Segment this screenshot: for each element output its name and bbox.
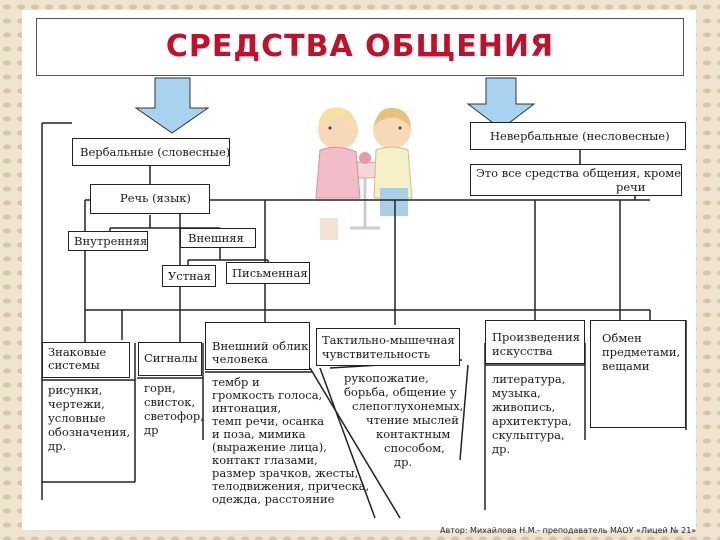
category-item: контактным <box>376 427 451 441</box>
oral-label: Устная <box>168 269 211 283</box>
category-item: контакт глазами, <box>212 453 318 467</box>
category-head-box <box>138 342 202 376</box>
author-footer: Автор: Михайлова Н.М.- преподаватель МАО… <box>440 526 697 535</box>
nonverbal-label: Невербальные (несловесные) <box>490 129 670 143</box>
category-item: горн, <box>144 381 176 395</box>
category-head-box <box>590 320 686 428</box>
written-label: Письменная <box>232 266 308 280</box>
category-head-line: Сигналы <box>144 351 198 365</box>
written-box <box>226 262 310 284</box>
speech-label: Речь (язык) <box>120 191 191 205</box>
oral-box <box>162 265 216 287</box>
category-item: слепоглухонемых, <box>352 399 464 413</box>
category-item: рукопожатие, <box>344 371 429 385</box>
title-box: СРЕДСТВА ОБЩЕНИЯ <box>36 18 684 76</box>
category-item: архитектура, <box>492 414 572 428</box>
category-item: условные <box>48 411 106 425</box>
category-item: свисток, <box>144 395 196 409</box>
category-item: способом, <box>384 441 445 455</box>
category-item: одежда, расстояние <box>212 492 335 506</box>
category-item: темп речи, осанка <box>212 414 325 428</box>
nonverbal-definition-box <box>470 164 682 196</box>
category-item: обозначения, <box>48 425 131 439</box>
category-head-line: Произведения <box>492 330 581 344</box>
category-item: (выражение лица), <box>212 440 327 454</box>
nonverbal-definition-line1: Это все средства общения, кроме <box>476 166 682 180</box>
category-head-line: Знаковые <box>48 345 107 359</box>
category-item: и поза, мимика <box>212 427 306 441</box>
nonverbal-box <box>470 122 686 150</box>
outer-speech-box <box>180 228 256 248</box>
category-item: др <box>144 423 159 437</box>
category-head-line: системы <box>48 358 100 372</box>
arrow-right <box>466 77 536 130</box>
category-head-box <box>485 320 585 364</box>
inner-speech-label: Внутренняя <box>74 234 148 248</box>
page-title: СРЕДСТВА ОБЩЕНИЯ <box>165 29 555 64</box>
nonverbal-definition-line2: речи <box>616 180 646 194</box>
category-head-box <box>205 322 310 370</box>
category-head-line: Обмен <box>602 331 642 345</box>
category-item: скульптура, <box>492 428 565 442</box>
category-item: тембр и <box>212 375 260 389</box>
category-item: громкость голоса, <box>212 388 323 402</box>
category-item: литература, <box>492 372 566 386</box>
category-item: телодвижения, прическа, <box>212 479 370 493</box>
category-head-line: человека <box>212 352 268 366</box>
category-item: др. <box>48 439 67 453</box>
children-illustration <box>315 107 413 240</box>
category-item: др. <box>394 455 413 469</box>
category-item: чтение мыслей <box>366 413 459 427</box>
inner-speech-box <box>68 231 148 251</box>
category-item: светофор, <box>144 409 204 423</box>
category-head-line: искусства <box>492 344 553 358</box>
category-item: чертежи, <box>48 397 105 411</box>
category-head-box <box>316 328 460 366</box>
category-head-line: Тактильно-мышечная <box>322 333 455 347</box>
category-item: др. <box>492 442 511 456</box>
arrow-left <box>134 77 210 134</box>
category-item: рисунки, <box>48 383 103 397</box>
category-item: размер зрачков, жесты, <box>212 466 359 480</box>
category-item: музыка, <box>492 386 541 400</box>
category-head-line: Внешний облик <box>212 339 309 353</box>
outer-speech-label: Внешняя <box>188 231 244 245</box>
category-head-line: чувствительность <box>322 347 431 361</box>
category-item: борьба, общение у <box>344 385 457 399</box>
verbal-label: Вербальные (словесные) <box>80 145 231 159</box>
category-head-line: предметами, <box>602 345 681 359</box>
category-head-box <box>42 342 130 378</box>
category-item: интонация, <box>212 401 282 415</box>
category-head-line: вещами <box>602 359 650 373</box>
verbal-box <box>72 138 230 166</box>
speech-box <box>90 184 210 214</box>
category-item: живопись, <box>492 400 556 414</box>
